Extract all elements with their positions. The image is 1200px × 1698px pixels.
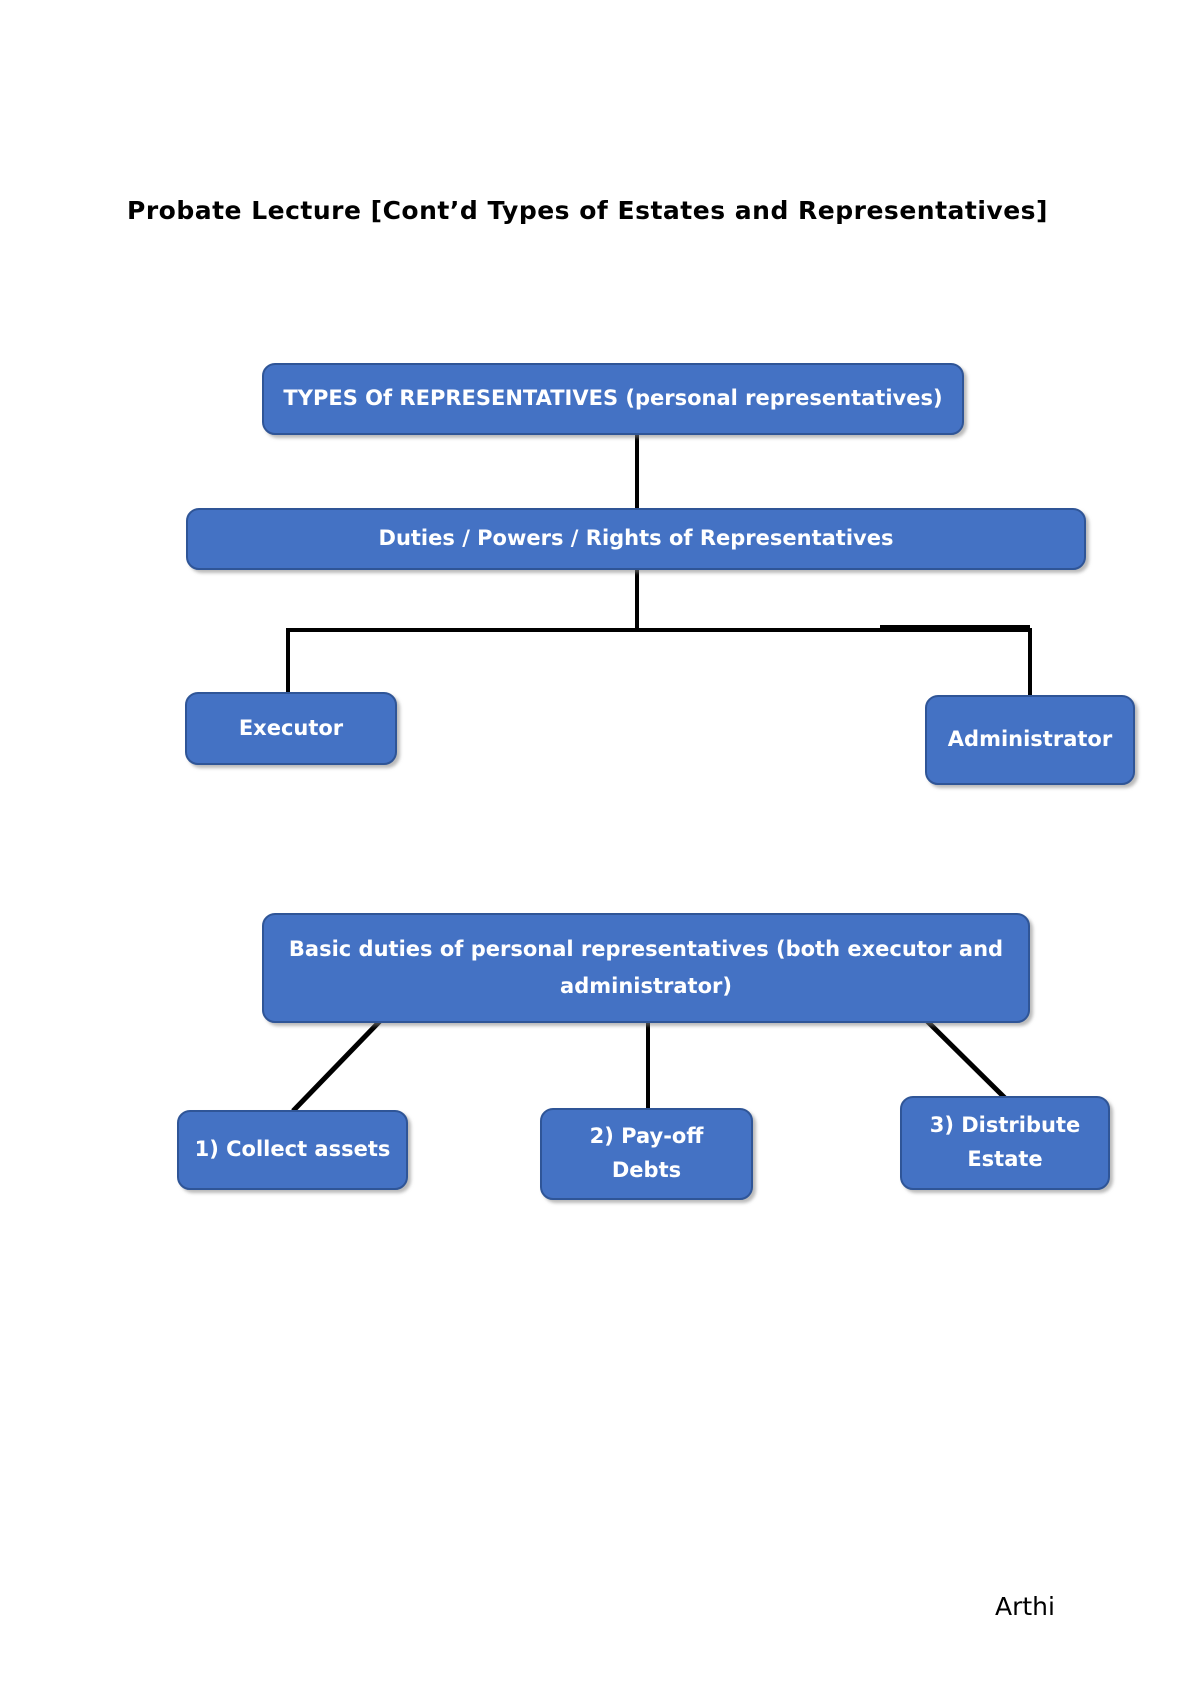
diagram-box-label: Basic duties of personal representatives… xyxy=(288,937,1004,998)
connector-basic-distribute xyxy=(925,1019,1007,1100)
diagram-box-payoff-debts: 2) Pay-off Debts xyxy=(540,1108,753,1200)
diagram-box-administrator: Administrator xyxy=(925,695,1135,785)
diagram-box-duties-powers-rights: Duties / Powers / Rights of Representati… xyxy=(186,508,1086,570)
diagram-box-label: TYPES Of REPRESENTATIVES (personal repre… xyxy=(283,386,943,411)
diagram-box-basic-duties: Basic duties of personal representatives… xyxy=(262,913,1030,1023)
diagram-box-label: 2) Pay-off Debts xyxy=(589,1124,704,1182)
diagram-box-label: Executor xyxy=(238,715,344,740)
diagram-box-label: 1) Collect assets xyxy=(194,1137,391,1162)
author-signature: Arthi xyxy=(995,1592,1055,1621)
diagram-box-label: Duties / Powers / Rights of Representati… xyxy=(378,526,894,551)
diagram-box-label: 3) Distribute Estate xyxy=(929,1113,1081,1171)
connector-basic-collect xyxy=(291,1019,382,1113)
diagram-box-types-of-representatives: TYPES Of REPRESENTATIVES (personal repre… xyxy=(262,363,964,435)
diagram-box-label: Administrator xyxy=(947,727,1113,752)
page-title: Probate Lecture [Cont’d Types of Estates… xyxy=(127,196,1048,225)
diagram-box-distribute-estate: 3) Distribute Estate xyxy=(900,1096,1110,1190)
diagram-box-executor: Executor xyxy=(185,692,397,765)
diagram-box-collect-assets: 1) Collect assets xyxy=(177,1110,408,1190)
